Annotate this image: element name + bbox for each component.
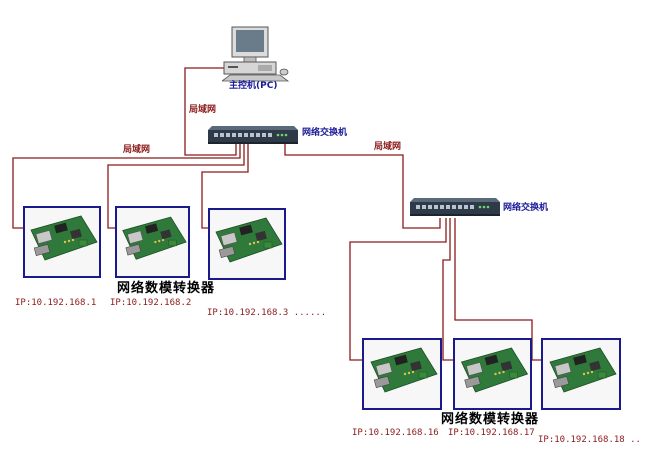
lan-label-1: 局域网: [189, 105, 217, 115]
circuit-board-icon: [30, 215, 98, 261]
device-6-ip: IP:10.192.168.18 ..: [538, 435, 641, 445]
wire-pc-switch1: [184, 67, 237, 156]
switch-2-label: 网络交换机: [503, 203, 549, 213]
host-label: 主控机(PC): [229, 81, 278, 91]
circuit-board-icon: [215, 217, 283, 263]
circuit-board-icon: [370, 347, 438, 393]
desktop-computer-icon: [222, 26, 290, 82]
converter-device-1: [23, 206, 101, 278]
circuit-board-icon: [460, 347, 529, 393]
converter-device-2: [115, 206, 190, 278]
wire-switch2-device6: [454, 218, 543, 361]
wire-switch1-device2: [107, 143, 245, 229]
converter-device-6: [541, 338, 621, 410]
network-switch-1: [208, 126, 298, 144]
network-switch-2: [410, 198, 500, 216]
group-2-title: 网络数模转换器: [441, 412, 540, 427]
device-1-ip: IP:10.192.168.1: [15, 298, 97, 308]
device-5-ip: IP:10.192.168.17: [448, 428, 535, 438]
device-3-ip: IP:10.192.168.3 ......: [207, 308, 327, 318]
switch-1-label: 网络交换机: [302, 128, 348, 138]
converter-device-3: [208, 208, 286, 280]
converter-device-5: [453, 338, 532, 410]
device-2-ip: IP:10.192.168.2: [110, 298, 192, 308]
group-1-title: 网络数模转换器: [117, 281, 216, 296]
lan-label-3: 局域网: [374, 142, 402, 152]
circuit-board-icon: [122, 216, 187, 260]
circuit-board-icon: [549, 347, 617, 393]
host-computer: [222, 26, 292, 82]
converter-device-4: [362, 338, 442, 410]
wire-switch2-device5: [442, 218, 455, 361]
device-4-ip: IP:10.192.168.16: [352, 428, 439, 438]
lan-label-2: 局域网: [123, 145, 151, 155]
network-switch-icon: [410, 198, 500, 216]
wire-switch1-device1: [12, 143, 241, 229]
wire-switch2-device4: [349, 218, 447, 361]
network-switch-icon: [208, 126, 298, 144]
wire-switch1-device3: [201, 143, 249, 229]
wire-switch1-switch2: [284, 143, 441, 229]
